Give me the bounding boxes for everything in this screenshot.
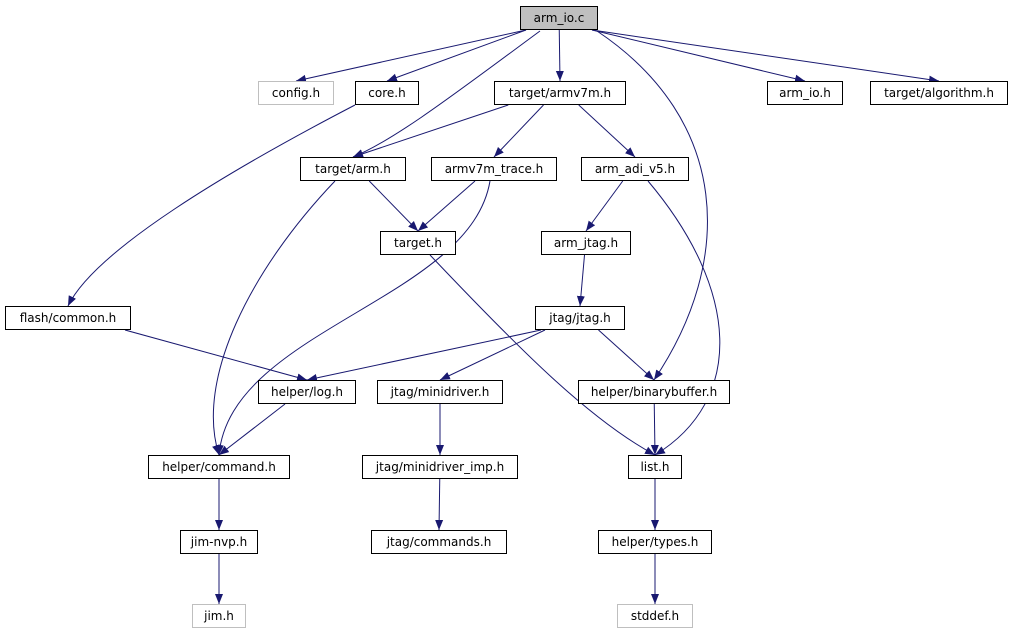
node-label: target/algorithm.h [884, 86, 994, 100]
node-target_h[interactable]: target.h [380, 231, 456, 255]
node-helper_log_h[interactable]: helper/log.h [258, 380, 356, 404]
node-helper_types_h[interactable]: helper/types.h [598, 530, 712, 554]
node-label: jim-nvp.h [190, 535, 248, 549]
node-label: helper/binarybuffer.h [590, 385, 718, 399]
node-target_arm_h[interactable]: target/arm.h [300, 157, 406, 181]
node-label: arm_io.h [779, 86, 831, 100]
node-arm_adi_v5_h[interactable]: arm_adi_v5.h [581, 157, 689, 181]
node-jtag_commands_h[interactable]: jtag/commands.h [371, 530, 507, 554]
edge-armv7m_trace_h-to-helper_command_h [215, 180, 491, 456]
node-flash_common_h[interactable]: flash/common.h [5, 306, 131, 330]
node-label: list.h [640, 460, 670, 474]
node-helper_binarybuffer_h[interactable]: helper/binarybuffer.h [578, 380, 730, 404]
node-target_armv7m_h[interactable]: target/armv7m.h [494, 81, 626, 105]
edge-armv7m_trace_h-to-target_h [417, 180, 476, 232]
edge-jtag_jtag_h-to-helper_log_h [306, 329, 542, 382]
edge-helper_binarybuffer_h-to-list_h [650, 403, 659, 456]
node-label: armv7m_trace.h [444, 162, 544, 176]
edge-arm_io_c-to-config_h [295, 29, 527, 83]
edge-target_armv7m_h-to-armv7m_trace_h [493, 104, 544, 158]
edge-target_armv7m_h-to-arm_adi_v5_h [578, 104, 636, 158]
node-list_h[interactable]: list.h [628, 455, 682, 479]
node-label: arm_io.c [533, 11, 585, 25]
node-helper_command_h[interactable]: helper/command.h [148, 455, 290, 479]
edge-jtag_jtag_h-to-helper_binarybuffer_h [598, 329, 655, 381]
edge-arm_io_c-to-core_h [386, 29, 527, 82]
edge-helper_log_h-to-helper_command_h [218, 403, 286, 456]
node-label: target/armv7m.h [508, 86, 612, 100]
node-label: jtag/commands.h [386, 535, 492, 549]
node-label: config.h [271, 86, 321, 100]
node-label: jtag/minidriver.h [390, 385, 490, 399]
node-label: helper/command.h [162, 460, 276, 474]
edge-jtag_jtag_h-to-jtag_minidriver_h [439, 329, 546, 381]
node-jim_h: jim.h [192, 604, 246, 628]
node-label: stddef.h [630, 609, 680, 623]
edge-arm_adi_v5_h-to-arm_jtag_h [585, 180, 624, 232]
edge-target_arm_h-to-target_h [368, 180, 419, 232]
node-jtag_jtag_h[interactable]: jtag/jtag.h [535, 306, 625, 330]
edge-arm_io_c-to-target_armv7m_h [555, 29, 564, 82]
edge-flash_common_h-to-helper_log_h [124, 329, 308, 382]
node-target_algorithm_h[interactable]: target/algorithm.h [870, 81, 1008, 105]
node-label: helper/types.h [611, 535, 699, 549]
edge-arm_io_c-to-helper_binarybuffer_h [596, 30, 708, 381]
node-jtag_minidriver_h[interactable]: jtag/minidriver.h [377, 380, 503, 404]
node-label: target/arm.h [315, 162, 391, 176]
node-label: jtag/jtag.h [549, 311, 611, 325]
node-stddef_h: stddef.h [617, 604, 693, 628]
node-label: helper/log.h [270, 385, 343, 399]
edge-arm_jtag_h-to-jtag_jtag_h [576, 254, 585, 307]
node-jtag_minidriver_imp_h[interactable]: jtag/minidriver_imp.h [362, 455, 518, 479]
node-label: arm_adi_v5.h [594, 162, 676, 176]
node-core_h[interactable]: core.h [355, 81, 419, 105]
edge-target_h-to-list_h [429, 254, 656, 456]
node-label: target.h [394, 236, 442, 250]
node-label: core.h [368, 86, 406, 100]
node-arm_io_h[interactable]: arm_io.h [767, 81, 843, 105]
edge-arm_io_c-to-arm_io_h [591, 29, 806, 83]
edge-target_arm_h-to-helper_command_h [212, 180, 336, 456]
node-label: arm_jtag.h [553, 236, 619, 250]
node-config_h: config.h [258, 81, 334, 105]
edge-arm_io_c-to-target_arm_h [352, 30, 541, 158]
node-arm_jtag_h[interactable]: arm_jtag.h [541, 231, 631, 255]
node-jim_nvp_h[interactable]: jim-nvp.h [180, 530, 258, 554]
node-label: jtag/minidriver_imp.h [375, 460, 505, 474]
edge-jtag_minidriver_imp_h-to-jtag_commands_h [435, 478, 444, 531]
node-arm_io_c: arm_io.c [520, 6, 598, 30]
edge-core_h-to-flash_common_h [67, 104, 356, 307]
node-label: jim.h [204, 609, 234, 623]
edge-target_armv7m_h-to-target_arm_h [352, 104, 509, 158]
edge-arm_io_c-to-target_algorithm_h [591, 29, 940, 84]
edge-arm_adi_v5_h-to-list_h [647, 180, 721, 456]
node-armv7m_trace_h[interactable]: armv7m_trace.h [431, 157, 557, 181]
node-label: flash/common.h [19, 311, 117, 325]
